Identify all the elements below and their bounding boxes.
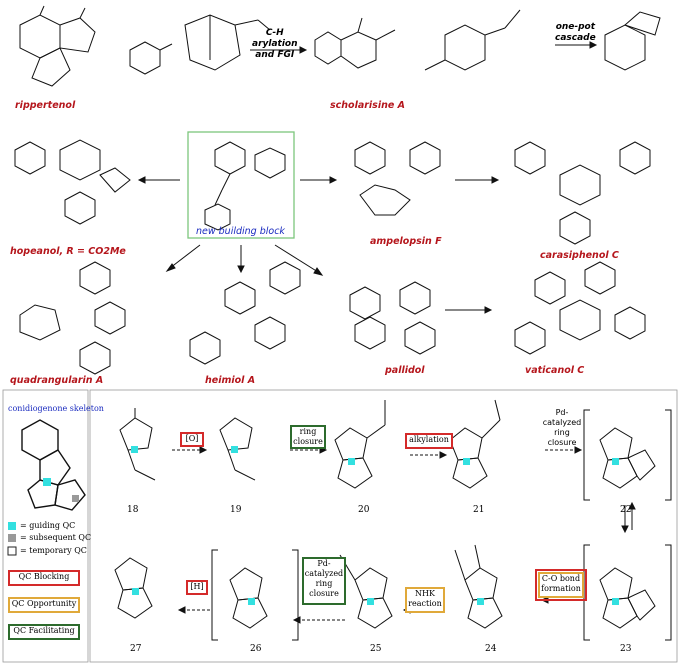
- heimiol-structure: [189, 261, 301, 365]
- skeleton-panel: [2, 389, 89, 663]
- qc-facilitating-box: QC Facilitating: [8, 624, 80, 640]
- one-pot-label: one-pot cascade: [555, 22, 596, 43]
- compound-number: 21: [473, 505, 485, 515]
- vaticanol-structure: [514, 261, 646, 355]
- compound-number: 27: [130, 644, 142, 654]
- compound-number: 25: [370, 644, 382, 654]
- compound-number: 19: [230, 505, 242, 515]
- reduction-box: [H]: [186, 580, 208, 595]
- lactone-product: [604, 11, 661, 71]
- ampelopsin-structure: [354, 141, 441, 216]
- compound-23: [599, 567, 656, 629]
- compound-18: [119, 408, 156, 481]
- synthesis-panel: [89, 389, 678, 663]
- ch-arylation-label: C-H arylation and FGI: [252, 28, 298, 60]
- oxidation-box: [O]: [180, 432, 204, 447]
- compound-number: 18: [127, 505, 139, 515]
- vaticanol-label: vaticanol C: [525, 365, 585, 376]
- ampelopsin-label: ampelopsin F: [370, 236, 442, 247]
- pallidol-structure: [349, 281, 436, 355]
- alkylation-box: alkylation: [405, 433, 453, 449]
- rippertenol-label: rippertenol: [15, 100, 76, 111]
- pallidol-label: pallidol: [385, 365, 425, 376]
- alkyne-precursor: [424, 9, 521, 71]
- qc-blocking-box: QC Blocking: [8, 570, 80, 586]
- compound-25: [339, 554, 393, 629]
- guiding-qc-text: = guiding QC: [20, 521, 76, 530]
- quadrangularin-structure: [19, 261, 126, 375]
- iodoaryl-precursor: [129, 14, 271, 75]
- compound-19: [219, 417, 256, 481]
- quadrangularin-label: quadrangularin A: [10, 375, 104, 386]
- carasiphenol-structure: [514, 141, 651, 245]
- temporary-qc-text: = temporary QC: [20, 546, 87, 555]
- compound-27: [114, 557, 153, 619]
- resveratrol-structure: [204, 141, 286, 231]
- scholarisine-structure: [314, 17, 396, 69]
- conidiogenone-skeleton: [21, 419, 86, 511]
- pd-cyclization-label: Pd- catalyzed ring closure: [542, 408, 582, 447]
- pd-ring-closure-box: Pd- catalyzed ring closure: [302, 557, 346, 605]
- rippertenol-structure: [19, 5, 96, 87]
- skeleton-title: conidiogenone skeleton: [8, 404, 104, 413]
- compound-number: 22: [620, 505, 632, 515]
- co-bond-box: C-O bond formation: [535, 569, 587, 601]
- carasiphenol-label: carasiphenol C: [540, 250, 619, 261]
- hopeanol-structure: [14, 139, 131, 225]
- heimiol-label: heimiol A: [205, 375, 256, 386]
- compound-number: 23: [620, 644, 632, 654]
- compound-number: 26: [250, 644, 262, 654]
- compound-24: [454, 544, 503, 629]
- guiding-qc-swatch: [8, 522, 16, 530]
- compound-number: 24: [485, 644, 497, 654]
- ring-closure-box: ring closure: [290, 425, 326, 449]
- hopeanol-label: hopeanol, R = CO2Me: [10, 246, 126, 257]
- subsequent-qc-swatch: [8, 534, 16, 542]
- compound-20: [334, 400, 386, 489]
- subsequent-qc-text: = subsequent QC: [20, 533, 92, 542]
- compound-21: [449, 399, 501, 489]
- building-block-label: new building block: [196, 226, 285, 237]
- building-block-box: [187, 131, 295, 239]
- temporary-qc-swatch: [7, 546, 17, 556]
- compound-number: 20: [358, 505, 370, 515]
- scholarisine-label: scholarisine A: [330, 100, 405, 111]
- compound-22: [599, 427, 656, 489]
- qc-opportunity-box: QC Opportunity: [8, 597, 80, 613]
- nhk-box: NHK reaction: [405, 587, 445, 613]
